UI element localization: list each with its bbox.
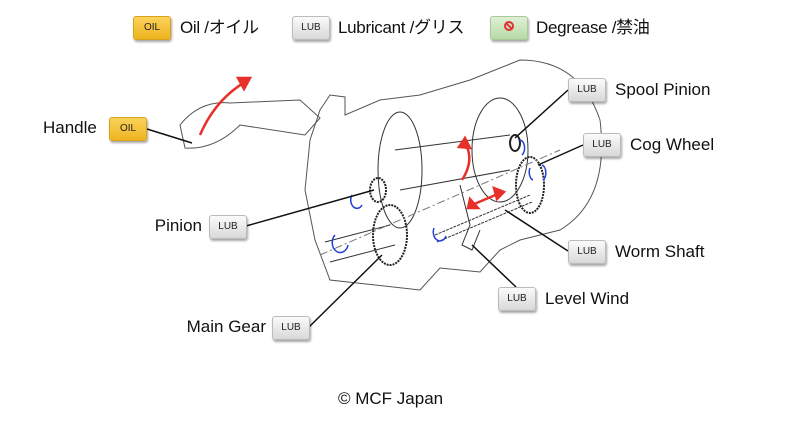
handle-outline bbox=[179, 99, 321, 149]
legend-degrease-label: Degrease /禁油 bbox=[536, 18, 650, 37]
axis-centerline bbox=[319, 149, 561, 256]
pinion-badge: LUB bbox=[209, 215, 247, 239]
spool-pinion-badge: LUB bbox=[568, 78, 606, 102]
pinion-gear bbox=[369, 177, 387, 203]
level-wind-badge: LUB bbox=[498, 287, 536, 311]
main-gear-badge: LUB bbox=[272, 316, 310, 340]
main-gear-label: Main Gear bbox=[186, 317, 266, 336]
worm-shaft bbox=[434, 194, 533, 243]
legend-lub-badge: LUB bbox=[292, 16, 330, 40]
pinion-label: Pinion bbox=[154, 216, 202, 235]
worm-shaft-label: Worm Shaft bbox=[615, 242, 705, 261]
motion-arrows bbox=[198, 76, 507, 210]
legend-oil-badge: OIL bbox=[133, 16, 171, 40]
legend-oil-label: Oil /オイル bbox=[180, 18, 259, 37]
level-wind bbox=[459, 184, 481, 251]
cog-wheel-badge: LUB bbox=[583, 133, 621, 157]
leader-lines bbox=[146, 89, 584, 328]
spool-flange-rear bbox=[471, 97, 529, 203]
spool-pinion bbox=[509, 134, 521, 152]
cog-wheel bbox=[515, 156, 545, 214]
copyright: © MCF Japan bbox=[338, 389, 444, 408]
legend-lub-label: Lubricant /グリス bbox=[338, 18, 465, 37]
rotation-arrows bbox=[331, 139, 547, 254]
spool-pinion-label: Spool Pinion bbox=[615, 80, 711, 99]
no-entry-icon bbox=[504, 21, 514, 31]
main-gear-shaft bbox=[324, 224, 396, 263]
spool-flange-front bbox=[377, 111, 423, 229]
handle-oil-badge: OIL bbox=[109, 117, 147, 141]
main-gear bbox=[372, 204, 408, 266]
legend-degrease-badge bbox=[490, 16, 528, 40]
housing-outline bbox=[304, 59, 603, 291]
spool-shaft bbox=[394, 134, 511, 191]
level-wind-label: Level Wind bbox=[545, 289, 630, 308]
cog-wheel-label: Cog Wheel bbox=[630, 135, 715, 154]
handle-label: Handle bbox=[43, 118, 97, 137]
worm-shaft-badge: LUB bbox=[568, 240, 606, 264]
